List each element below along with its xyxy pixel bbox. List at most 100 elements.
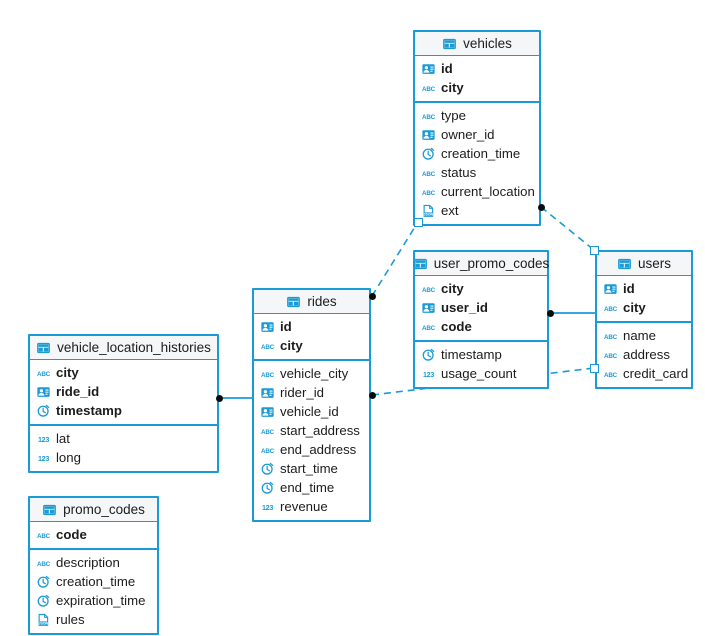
svg-text:ABC: ABC (261, 372, 275, 379)
svg-text:123: 123 (423, 370, 434, 379)
relationship-source-dot-marker-user_promo_codes-users (546, 309, 554, 317)
svg-text:ABC: ABC (261, 429, 275, 436)
relationship-target-square-marker-vehicles-user_promo_codes (413, 217, 423, 227)
entity-primary-keys-promo_codes: ABC code (30, 522, 157, 550)
svg-text:ABC: ABC (422, 86, 436, 93)
abc-text-icon: ABC (603, 301, 618, 315)
field-row[interactable]: vehicle_id (254, 402, 369, 421)
field-name: code (56, 526, 87, 542)
entity-name: vehicles (463, 36, 512, 51)
123-number-icon: 123 (36, 451, 51, 465)
identity-key-icon (421, 62, 436, 76)
field-row[interactable]: start_time (254, 459, 369, 478)
field-name: address (623, 346, 670, 362)
table-icon (413, 257, 428, 271)
field-row[interactable]: rider_id (254, 383, 369, 402)
field-name: timestamp (56, 402, 122, 418)
clock-icon (260, 462, 275, 476)
field-row[interactable]: user_id (415, 298, 547, 317)
field-name: code (441, 318, 472, 334)
field-row[interactable]: creation_time (30, 572, 157, 591)
field-row[interactable]: ABC status (415, 163, 539, 182)
field-name: timestamp (441, 346, 502, 362)
identity-key-icon (421, 128, 436, 142)
entity-header-user_promo_codes[interactable]: user_promo_codes (413, 252, 549, 276)
field-row[interactable]: ABC name (597, 326, 691, 345)
field-name: credit_card (623, 365, 689, 381)
abc-text-icon: ABC (421, 185, 436, 199)
field-row[interactable]: creation_time (415, 144, 539, 163)
svg-text:ABC: ABC (422, 325, 436, 332)
svg-text:ABC: ABC (422, 287, 436, 294)
field-name: status (441, 164, 477, 180)
field-name: long (56, 449, 81, 465)
field-row[interactable]: id (254, 317, 369, 336)
clock-icon (36, 594, 51, 608)
svg-text:ABC: ABC (261, 448, 275, 455)
abc-text-icon: ABC (603, 329, 618, 343)
field-name: vehicle_city (280, 365, 349, 381)
entity-header-vehicle_location_histories[interactable]: vehicle_location_histories (30, 336, 217, 360)
abc-text-icon: ABC (36, 366, 51, 380)
field-row[interactable]: ABC city (597, 298, 691, 317)
field-row[interactable]: ABC vehicle_city (254, 364, 369, 383)
relationship-line-vehicles-users[interactable] (540, 206, 595, 251)
relationship-target-square-marker-vehicles-users (589, 245, 599, 255)
field-name: expiration_time (56, 592, 146, 608)
svg-text:123: 123 (262, 503, 273, 512)
field-row[interactable]: ABC code (415, 317, 547, 336)
field-row[interactable]: end_time (254, 478, 369, 497)
field-name: city (623, 299, 646, 315)
field-row[interactable]: ride_id (30, 382, 217, 401)
entity-header-users[interactable]: users (597, 252, 691, 276)
field-name: city (280, 337, 303, 353)
field-row[interactable]: timestamp (30, 401, 217, 420)
field-name: creation_time (56, 573, 136, 589)
entity-header-vehicles[interactable]: vehicles (415, 32, 539, 56)
field-row[interactable]: id (415, 59, 539, 78)
field-row[interactable]: ABC code (30, 525, 157, 544)
field-row[interactable]: owner_id (415, 125, 539, 144)
field-row[interactable]: 123 long (30, 448, 217, 467)
field-name: name (623, 327, 656, 343)
svg-text:ABC: ABC (422, 171, 436, 178)
svg-text:ABC: ABC (37, 533, 51, 540)
field-row[interactable]: expiration_time (30, 591, 157, 610)
field-row[interactable]: id (597, 279, 691, 298)
entity-header-rides[interactable]: rides (254, 290, 369, 314)
entity-header-promo_codes[interactable]: promo_codes (30, 498, 157, 522)
field-name: type (441, 107, 466, 123)
field-name: description (56, 554, 120, 570)
field-row[interactable]: timestamp (415, 345, 547, 364)
field-name: ride_id (56, 383, 100, 399)
relationship-line-vehicles-user_promo_codes[interactable] (371, 221, 419, 297)
